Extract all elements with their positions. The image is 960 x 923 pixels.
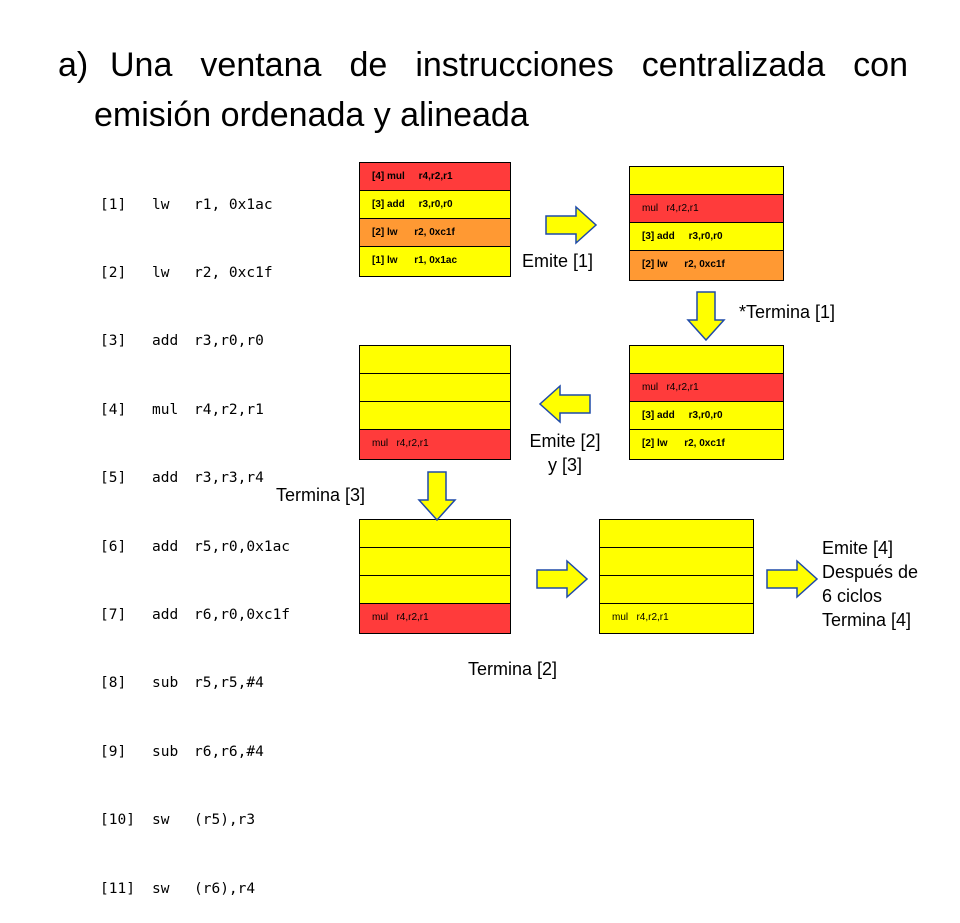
code-opcode: add bbox=[152, 606, 179, 623]
code-line-number: [1] bbox=[100, 196, 127, 213]
label-termina-1: *Termina [1] bbox=[739, 302, 836, 322]
window-slot: mul r4,r2,r1 bbox=[630, 374, 783, 402]
window-slot: mul r4,r2,r1 bbox=[360, 430, 510, 459]
code-line-number: [6] bbox=[100, 538, 127, 555]
code-line-number: [11] bbox=[100, 880, 135, 897]
code-opcode: sub bbox=[152, 675, 179, 692]
arrow-right-icon bbox=[536, 559, 589, 599]
window-slot: mul r4,r2,r1 bbox=[630, 195, 783, 223]
window-slot bbox=[630, 167, 783, 195]
code-operands: (r5),r3 bbox=[194, 812, 256, 829]
arrow-down-icon bbox=[686, 291, 726, 342]
code-line: [11] sw (r6),r4 bbox=[100, 878, 290, 901]
code-operands: r4,r2,r1 bbox=[194, 401, 264, 418]
code-opcode: add bbox=[152, 470, 179, 487]
code-line: [5] add r3,r3,r4 bbox=[100, 467, 290, 490]
title-line-1: Una ventana de instrucciones centralizad… bbox=[110, 46, 908, 84]
window-slot: [3] add r3,r0,r0 bbox=[360, 191, 510, 219]
window-slot bbox=[360, 548, 510, 576]
code-opcode: sub bbox=[152, 743, 179, 760]
window-slot bbox=[600, 576, 753, 604]
code-operands: r3,r0,r0 bbox=[194, 333, 264, 350]
label-final-steps: Emite [4] Después de 6 ciclos Termina [4… bbox=[822, 536, 918, 632]
label-final-line: Después de bbox=[822, 562, 919, 582]
code-operands: r3,r3,r4 bbox=[194, 470, 264, 487]
label-termina-2: Termina [2] bbox=[468, 659, 558, 679]
code-operands: r5,r5,#4 bbox=[194, 675, 264, 692]
code-line-number: [4] bbox=[100, 401, 127, 418]
label-termina-3: Termina [3] bbox=[276, 485, 366, 505]
arrow-left-icon bbox=[538, 384, 591, 424]
code-line-number: [5] bbox=[100, 470, 127, 487]
code-operands: r5,r0,0x1ac bbox=[194, 538, 291, 555]
code-opcode: mul bbox=[152, 401, 179, 418]
arrow-right-icon bbox=[766, 559, 819, 599]
instruction-window-1: [4] mul r4,r2,r1 [3] add r3,r0,r0 [2] lw… bbox=[359, 162, 511, 277]
code-line-number: [7] bbox=[100, 606, 127, 623]
window-slot: [3] add r3,r0,r0 bbox=[630, 402, 783, 430]
code-operands: r2, 0xc1f bbox=[194, 264, 273, 281]
code-line-number: [2] bbox=[100, 264, 127, 281]
window-slot bbox=[630, 346, 783, 374]
instruction-window-2: mul r4,r2,r1 [3] add r3,r0,r0 [2] lw r2,… bbox=[629, 166, 784, 281]
code-line: [9] sub r6,r6,#4 bbox=[100, 741, 290, 764]
window-slot bbox=[360, 576, 510, 604]
arrow-down-icon bbox=[417, 471, 457, 522]
window-slot bbox=[360, 346, 510, 374]
code-opcode: sw bbox=[152, 812, 170, 829]
window-slot: [2] lw r2, 0xc1f bbox=[360, 219, 510, 247]
code-line: [2] lw r2, 0xc1f bbox=[100, 262, 290, 285]
window-slot bbox=[360, 402, 510, 430]
code-operands: r6,r6,#4 bbox=[194, 743, 264, 760]
code-operands: r6,r0,0xc1f bbox=[194, 606, 291, 623]
code-line-number: [3] bbox=[100, 333, 127, 350]
label-emite-2-3-line: y [3] bbox=[547, 455, 582, 475]
window-slot: [4] mul r4,r2,r1 bbox=[360, 163, 510, 191]
code-line-number: [9] bbox=[100, 743, 127, 760]
window-slot: [2] lw r2, 0xc1f bbox=[630, 430, 783, 459]
window-slot: mul r4,r2,r1 bbox=[600, 604, 753, 633]
code-operands: (r6),r4 bbox=[194, 880, 256, 897]
code-opcode: sw bbox=[152, 880, 170, 897]
code-line: [7] add r6,r0,0xc1f bbox=[100, 604, 290, 627]
code-line: [6] add r5,r0,0x1ac bbox=[100, 536, 290, 559]
title-marker: a) bbox=[58, 46, 89, 84]
window-slot: [2] lw r2, 0xc1f bbox=[630, 251, 783, 280]
window-slot bbox=[360, 374, 510, 402]
label-emite-1: Emite [1] bbox=[522, 251, 594, 271]
code-opcode: add bbox=[152, 333, 179, 350]
window-slot bbox=[600, 520, 753, 548]
label-emite-2-3: Emite [2] y [3] bbox=[515, 429, 615, 477]
instruction-window-6: mul r4,r2,r1 bbox=[599, 519, 754, 634]
window-slot: [1] lw r1, 0x1ac bbox=[360, 247, 510, 276]
code-line-number: [10] bbox=[100, 812, 135, 829]
title-line-2: emisión ordenada y alineada bbox=[94, 96, 529, 134]
instruction-window-5: mul r4,r2,r1 bbox=[359, 519, 511, 634]
window-slot: [3] add r3,r0,r0 bbox=[630, 223, 783, 251]
code-opcode: lw bbox=[152, 196, 170, 213]
arrow-right-icon bbox=[545, 205, 598, 245]
window-slot: mul r4,r2,r1 bbox=[360, 604, 510, 633]
code-listing: [1] lw r1, 0x1ac [2] lw r2, 0xc1f [3] add r3,r… bbox=[100, 148, 290, 923]
code-line: [10] sw (r5),r3 bbox=[100, 809, 290, 832]
window-slot bbox=[360, 520, 510, 548]
code-opcode: lw bbox=[152, 264, 170, 281]
code-line: [1] lw r1, 0x1ac bbox=[100, 194, 290, 217]
instruction-window-3: mul r4,r2,r1 [3] add r3,r0,r0 [2] lw r2,… bbox=[629, 345, 784, 460]
code-opcode: add bbox=[152, 538, 179, 555]
label-final-line: Emite [4] bbox=[822, 538, 894, 558]
code-operands: r1, 0x1ac bbox=[194, 196, 273, 213]
label-final-line: 6 ciclos bbox=[822, 586, 883, 606]
window-slot bbox=[600, 548, 753, 576]
code-line-number: [8] bbox=[100, 675, 127, 692]
code-line: [3] add r3,r0,r0 bbox=[100, 330, 290, 353]
instruction-window-4: mul r4,r2,r1 bbox=[359, 345, 511, 460]
label-emite-2-3-line: Emite [2] bbox=[529, 431, 601, 451]
code-line: [4] mul r4,r2,r1 bbox=[100, 399, 290, 422]
label-final-line: Termina [4] bbox=[822, 610, 912, 630]
code-line: [8] sub r5,r5,#4 bbox=[100, 672, 290, 695]
